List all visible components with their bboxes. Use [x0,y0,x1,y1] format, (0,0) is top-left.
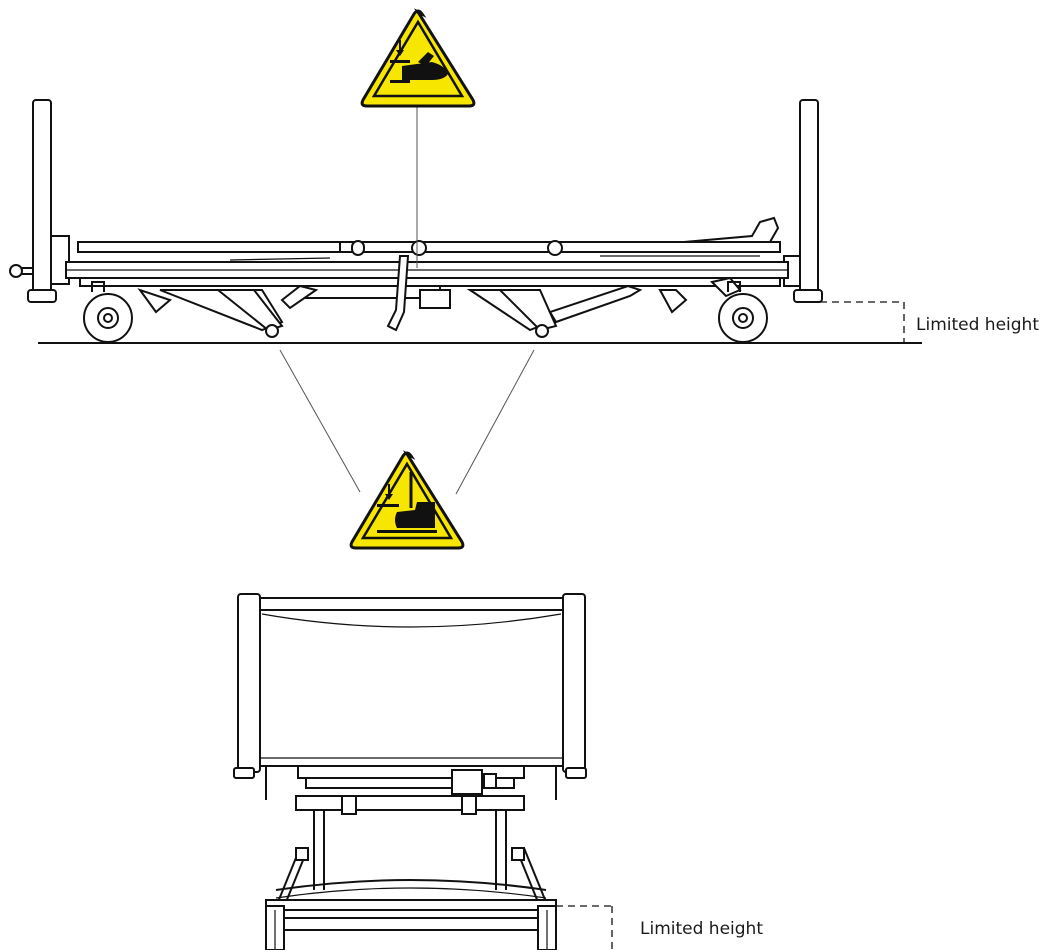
bed-side-view: Limited height [9,99,1039,344]
limited-height-label-side: Limited height [916,315,1039,335]
limited-height-dimension-side: Limited height [820,301,1039,343]
limited-height-dimension-end: Limited height [556,905,763,950]
limited-height-label-end: Limited height [640,919,763,939]
castor-left [83,281,133,343]
foot-crush-warning-icon [349,450,465,550]
scissor-lift [137,255,742,338]
end-panel [233,593,587,779]
mattress-platform [77,216,781,261]
castor-right [718,281,768,343]
hand-crush-warning-icon [360,8,476,108]
leader-lines [279,103,535,495]
bed-end-view: Limited height [233,593,763,950]
footboard-post [783,99,823,303]
headboard-post [9,99,70,303]
undercarriage [265,765,557,950]
